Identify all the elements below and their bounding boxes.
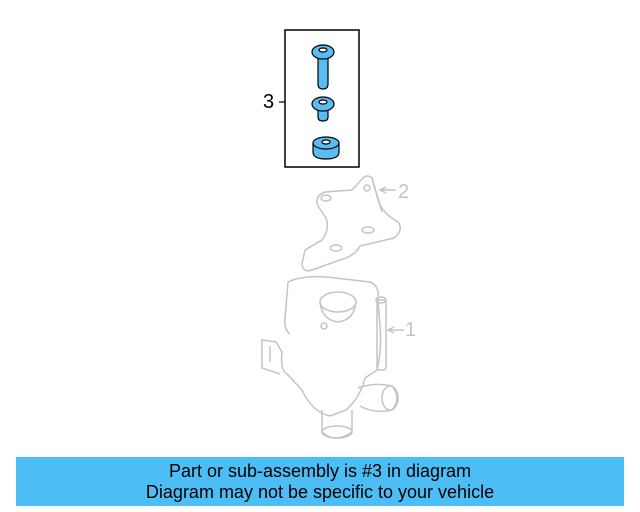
callout-part-1: 1 — [405, 319, 417, 341]
info-banner: Part or sub-assembly is #3 in diagram Di… — [16, 457, 624, 506]
banner-line-1: Part or sub-assembly is #3 in diagram — [168, 461, 472, 481]
callout-part-3[interactable]: 3 — [263, 91, 275, 113]
callout-part-2: 2 — [398, 181, 410, 203]
grommet-icon[interactable] — [312, 136, 340, 160]
screw-icon[interactable] — [311, 96, 335, 122]
banner-line-2: Diagram may not be specific to your vehi… — [145, 482, 495, 502]
bracket-icon — [301, 175, 401, 272]
bolt-icon[interactable] — [311, 44, 335, 90]
part-3-frame — [284, 29, 360, 168]
pump-icon — [261, 275, 404, 439]
